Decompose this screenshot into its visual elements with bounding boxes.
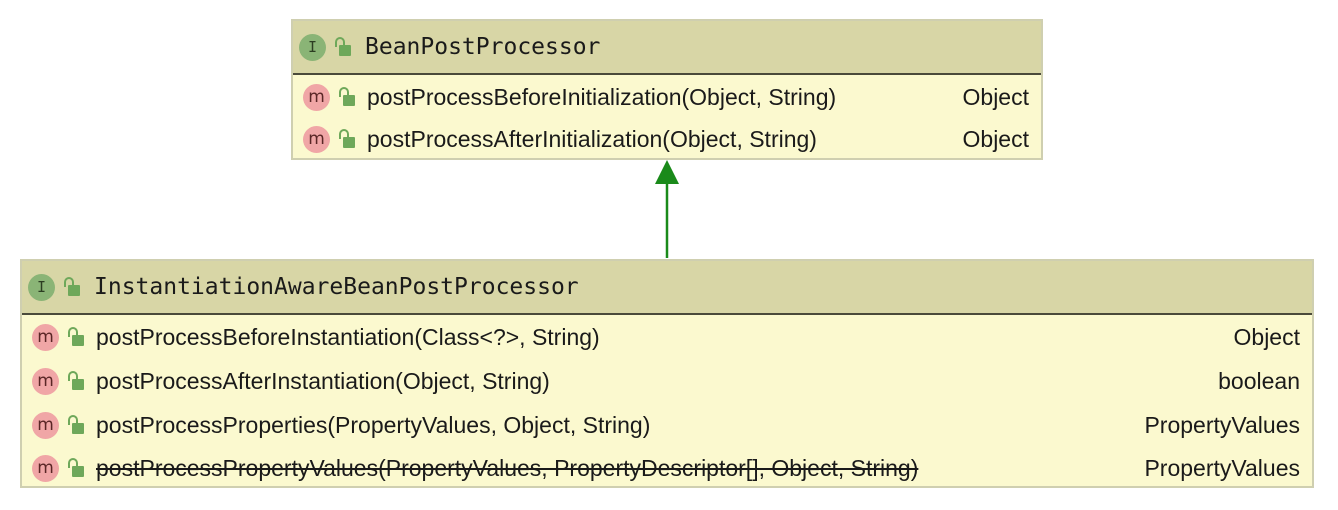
class-header: I InstantiationAwareBeanPostProcessor <box>22 261 1312 315</box>
public-lock-icon <box>339 86 357 108</box>
class-box-beanpostprocessor[interactable]: I BeanPostProcessor m postProcessBeforeI… <box>291 19 1043 160</box>
method-return-type: boolean <box>1218 367 1300 394</box>
method-icon: m <box>32 367 59 395</box>
method-row-deprecated[interactable]: m postProcessPropertyValues(PropertyValu… <box>22 447 1312 489</box>
method-return-type: Object <box>1233 323 1300 350</box>
public-lock-icon <box>335 36 353 58</box>
method-signature: postProcessProperties(PropertyValues, Ob… <box>96 411 651 438</box>
method-row[interactable]: m postProcessBeforeInitialization(Object… <box>293 75 1041 119</box>
method-row[interactable]: m postProcessProperties(PropertyValues, … <box>22 403 1312 447</box>
interface-icon: I <box>28 273 55 301</box>
interface-icon: I <box>299 33 326 61</box>
public-lock-icon <box>64 276 82 298</box>
class-box-instantiationawarebeanpostprocessor[interactable]: I InstantiationAwareBeanPostProcessor m … <box>20 259 1314 488</box>
method-signature: postProcessAfterInstantiation(Object, St… <box>96 367 550 394</box>
public-lock-icon <box>339 128 357 150</box>
method-signature: postProcessAfterInitialization(Object, S… <box>367 125 817 152</box>
method-return-type: Object <box>962 125 1029 152</box>
method-return-type: PropertyValues <box>1144 411 1300 438</box>
method-icon: m <box>32 411 59 439</box>
method-row[interactable]: m postProcessAfterInstantiation(Object, … <box>22 359 1312 403</box>
public-lock-icon <box>68 457 86 479</box>
public-lock-icon <box>68 370 86 392</box>
method-icon: m <box>303 125 330 153</box>
public-lock-icon <box>68 326 86 348</box>
method-row[interactable]: m postProcessAfterInitialization(Object,… <box>293 119 1041 159</box>
method-return-type: PropertyValues <box>1144 454 1300 481</box>
public-lock-icon <box>68 414 86 436</box>
method-icon: m <box>303 83 330 111</box>
method-signature-deprecated: postProcessPropertyValues(PropertyValues… <box>96 454 919 481</box>
method-signature: postProcessBeforeInstantiation(Class<?>,… <box>96 323 600 350</box>
class-name: BeanPostProcessor <box>365 34 601 60</box>
method-icon: m <box>32 454 59 482</box>
method-signature: postProcessBeforeInitialization(Object, … <box>367 83 837 110</box>
class-name: InstantiationAwareBeanPostProcessor <box>94 274 579 300</box>
method-icon: m <box>32 323 59 351</box>
class-header: I BeanPostProcessor <box>293 21 1041 75</box>
arrow-head <box>655 160 679 184</box>
method-row[interactable]: m postProcessBeforeInstantiation(Class<?… <box>22 315 1312 359</box>
method-return-type: Object <box>962 83 1029 110</box>
